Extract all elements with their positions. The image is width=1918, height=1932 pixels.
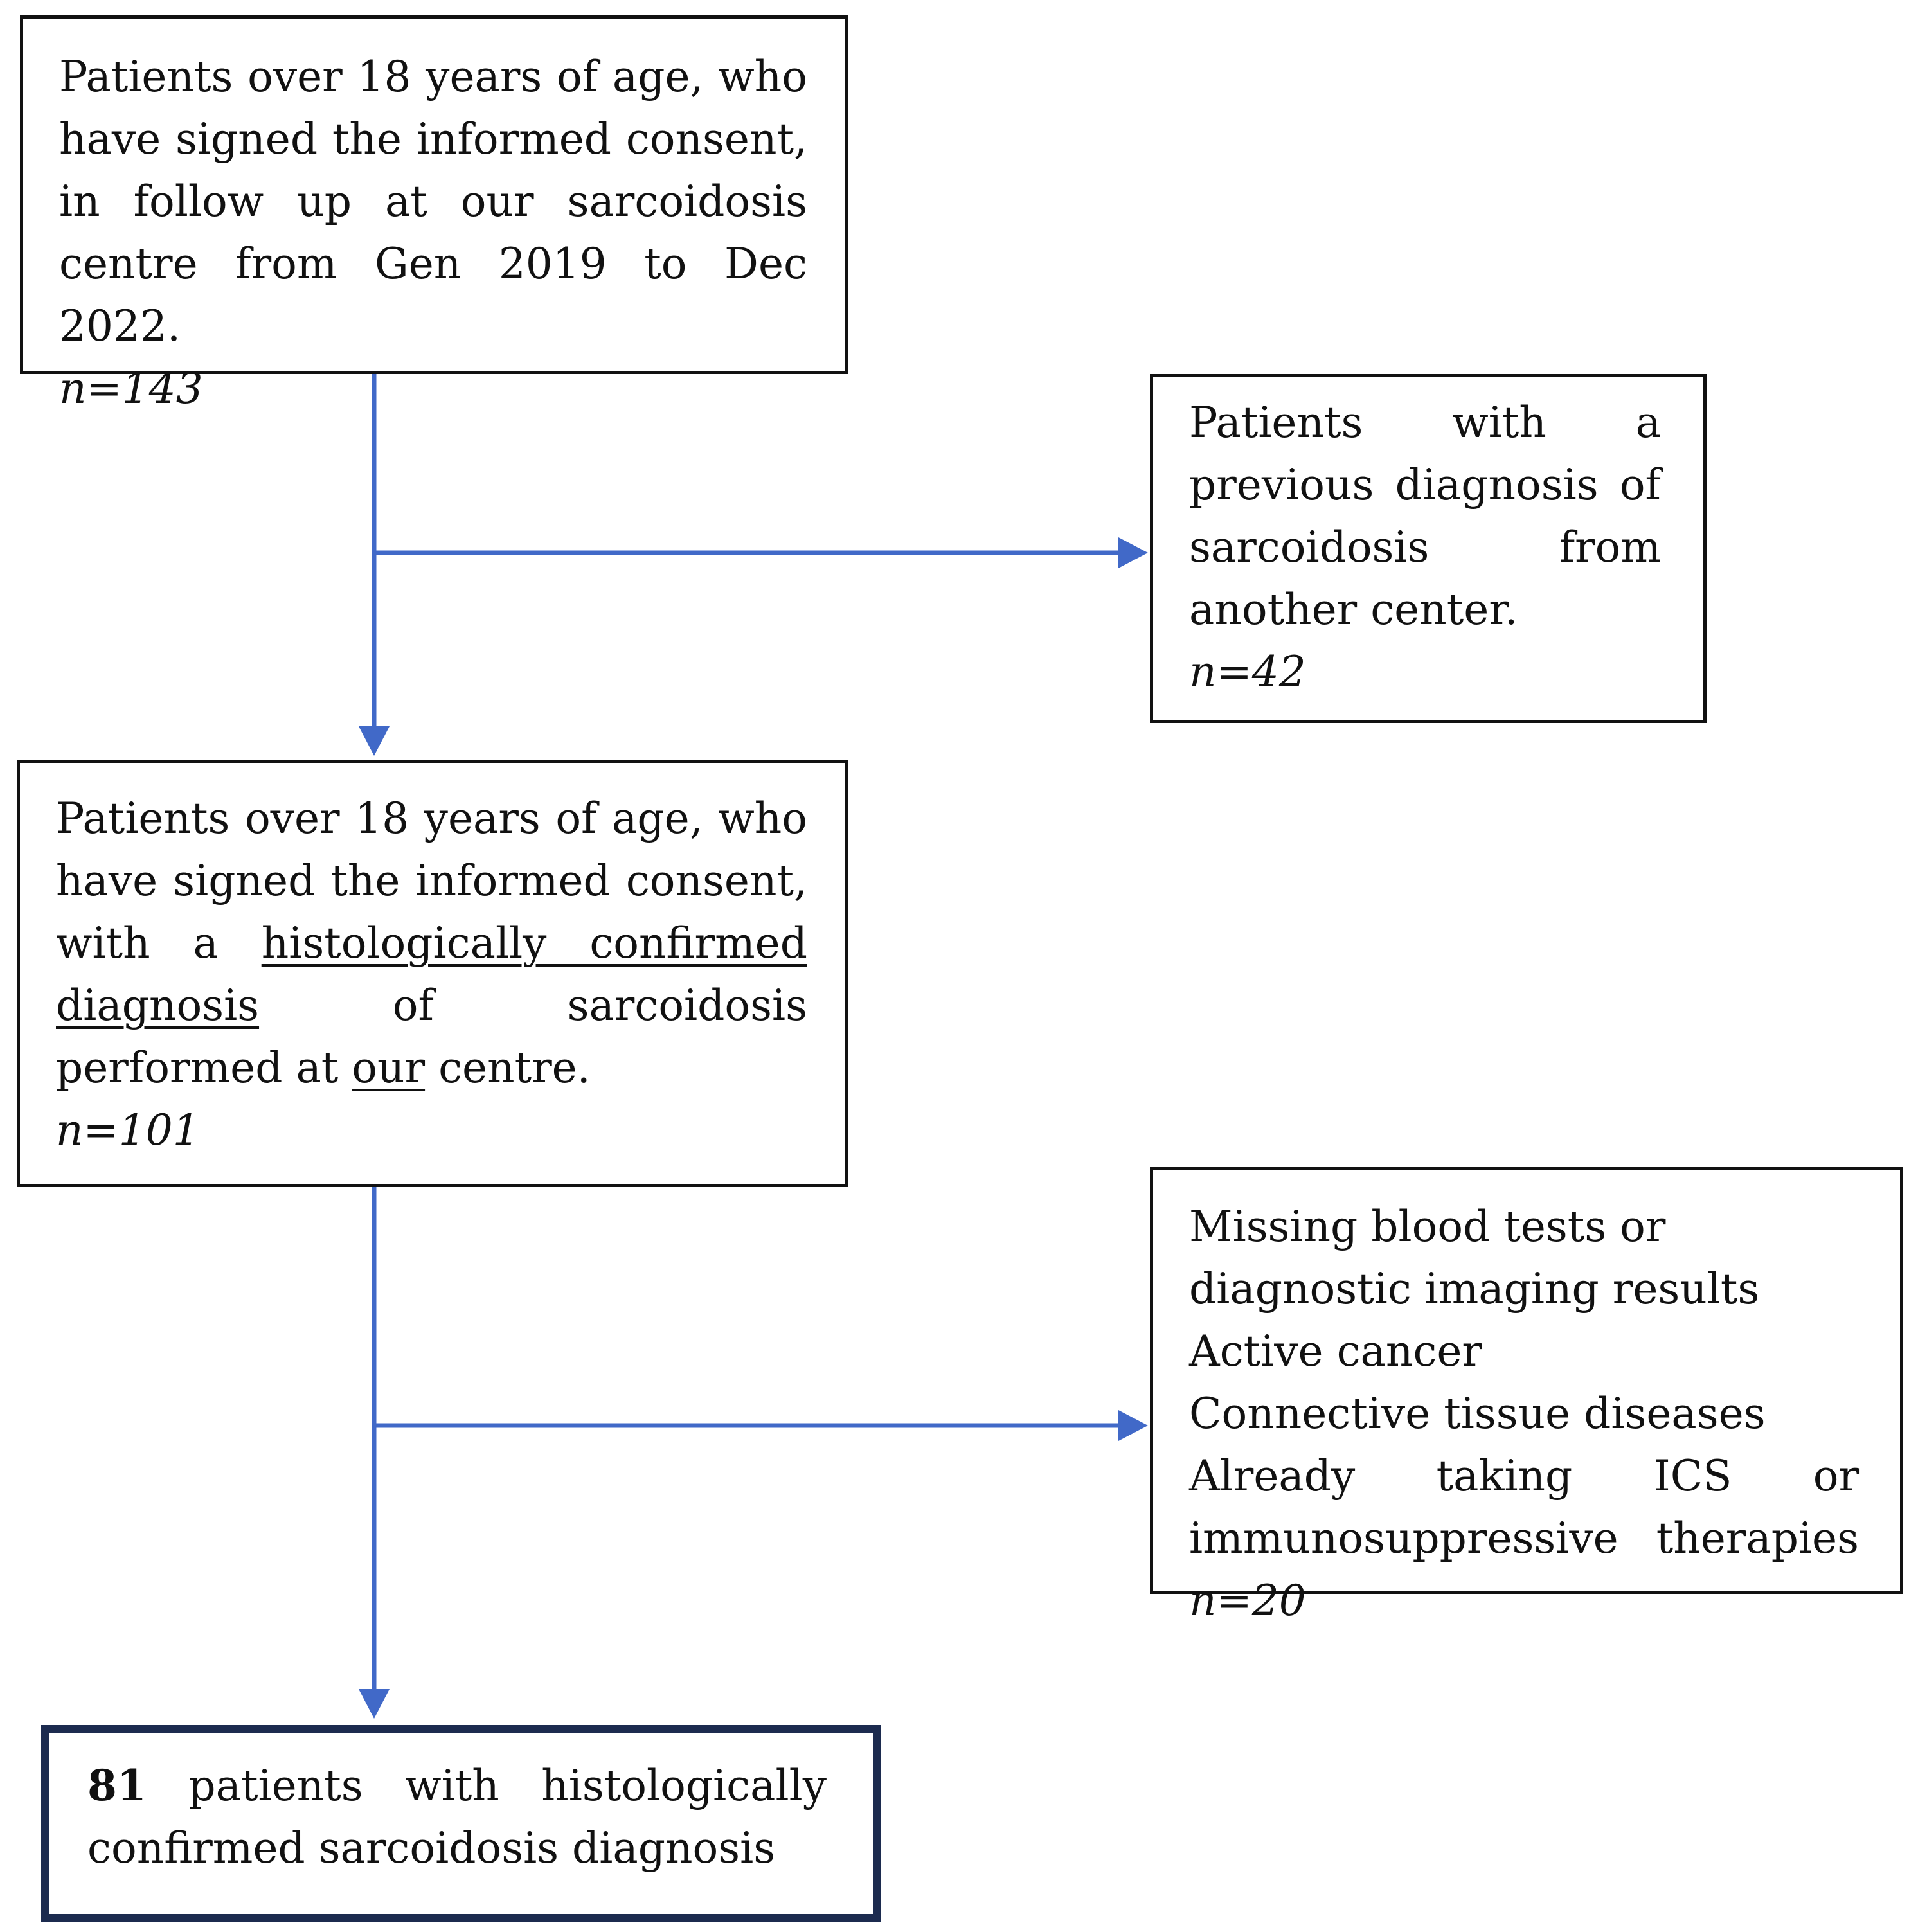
eligible-text-histology-emphasis: histologically confirmed diagnosis (56, 918, 807, 1030)
exclusion-2-criterion-1: Missing blood tests or diagnostic imagin… (1189, 1202, 1760, 1376)
final-cohort-box: 81 patients with histologically confirme… (41, 1725, 881, 1922)
exclusion-2-criterion-3: Already taking ICS or immunosuppressive … (1189, 1451, 1859, 1563)
initial-population-box: Patients over 18 years of age, who have … (20, 15, 848, 413)
exclusion-1-text: Patients with a previous diagnosis of sa… (1189, 398, 1661, 634)
eligible-text-middle: of sarcoidosis performed at (56, 981, 807, 1093)
final-cohort-count: 81 (87, 1760, 147, 1811)
final-cohort-text: 81 patients with histologically confirme… (87, 1755, 827, 1879)
eligible-population-box: Patients over 18 years of age, who have … (17, 760, 848, 1187)
initial-population-text: Patients over 18 years of age, who have … (59, 52, 807, 351)
exclusion-box-1: Patients with a previous diagnosis of sa… (1150, 374, 1707, 723)
arrowhead-to-exclusion-2 (1118, 1410, 1148, 1441)
eligible-text-our-emphasis: our (352, 1043, 426, 1093)
eligible-text-end: centre. (438, 1043, 591, 1093)
arrowhead-to-exclusion-1 (1118, 537, 1148, 568)
arrowhead-to-eligible (359, 726, 390, 756)
initial-population-count: n=143 (59, 364, 203, 413)
exclusion-2-criterion-2: Connective tissue diseases (1189, 1389, 1766, 1438)
exclusion-2-count: n=20 (1189, 1576, 1306, 1625)
eligible-population-text: Patients over 18 years of age, who have … (56, 787, 807, 1099)
final-cohort-description: patients with histologically confirmed s… (87, 1761, 827, 1873)
exclusion-box-2: Missing blood tests or diagnostic imagin… (1150, 1167, 1903, 1625)
eligible-population-count: n=101 (56, 1105, 200, 1155)
arrowhead-to-final (359, 1689, 390, 1719)
exclusion-1-count: n=42 (1189, 647, 1306, 697)
eligible-text-start: Patients over 18 years of age, who have … (56, 794, 807, 968)
